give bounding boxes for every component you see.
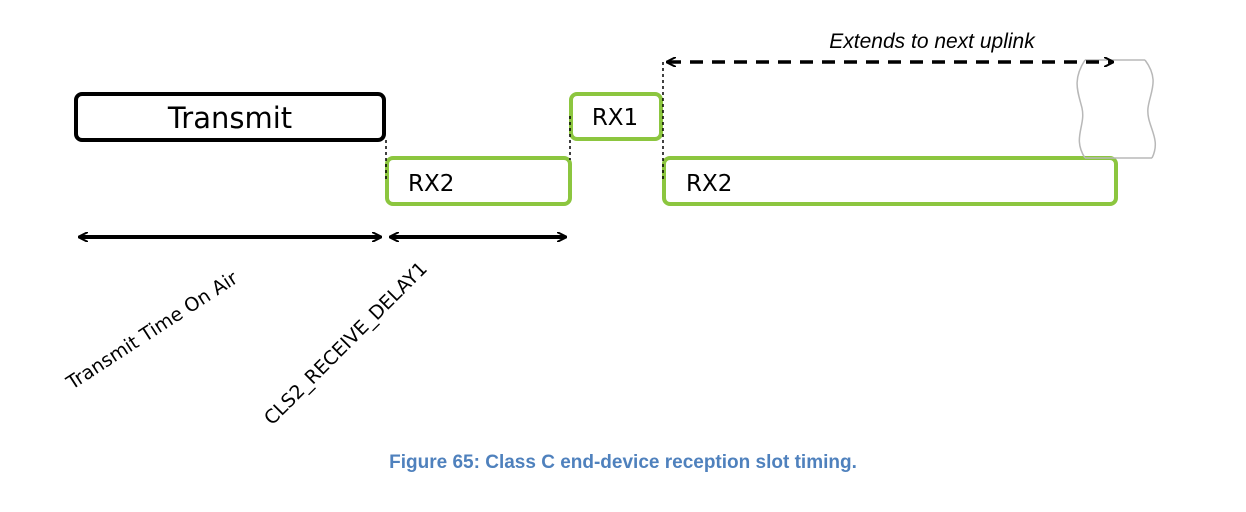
- extends-arrow: Extends to next uplink: [668, 30, 1112, 62]
- rx2-box-second: [662, 156, 1118, 206]
- extends-label: Extends to next uplink: [829, 30, 1036, 53]
- rx2-slot-first: RX2: [385, 156, 572, 206]
- rx2-label-second: RX2: [686, 171, 732, 197]
- receive-delay-label: CLS2_RECEIVE_DELAY1: [260, 258, 432, 430]
- rx2-box-first: [385, 156, 572, 206]
- transmit-box: [74, 92, 386, 142]
- break-indicator: [1076, 59, 1157, 159]
- slot-connectors: [385, 62, 664, 180]
- rx1-label: RX1: [592, 105, 638, 131]
- transmit-label: Transmit: [167, 101, 292, 135]
- transmit-slot: Transmit: [74, 92, 386, 142]
- rx2-label-first: RX2: [408, 171, 454, 197]
- rx1-box: [569, 92, 663, 141]
- time-on-air-label: Transmit Time On Air: [62, 267, 242, 395]
- rx1-slot: RX1: [569, 92, 663, 141]
- rx2-slot-second: RX2: [662, 156, 1118, 206]
- figure-caption: Figure 65: Class C end-device reception …: [389, 452, 857, 473]
